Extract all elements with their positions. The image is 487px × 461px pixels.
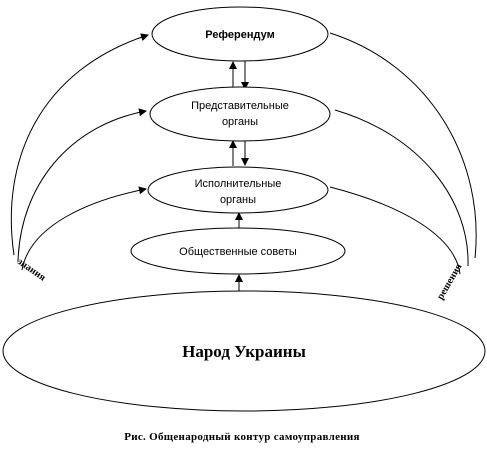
node-public-councils: Общественные советы: [130, 227, 346, 275]
feedback-curve-to-referendum: [10, 33, 149, 256]
node-representative: Представительные органы: [149, 86, 331, 142]
feedback-curve-to-representative: [17, 108, 147, 263]
node-executive-label-line2: органы: [220, 194, 256, 206]
node-people: Народ Украины: [2, 290, 486, 412]
node-public-councils-label: Общественные советы: [179, 246, 297, 258]
node-representative-label-line1: Представительные: [191, 100, 289, 112]
decision-curve-from-executive: [329, 186, 461, 275]
feedback-curve-to-executive: [21, 186, 147, 271]
figure-caption: Рис. Общенародный контур самоуправления: [124, 431, 360, 443]
decision-curve-from-representative: [334, 109, 469, 267]
node-referendum: Референдум: [151, 6, 329, 62]
side-label-left: знания: [15, 256, 48, 284]
node-representative-label-line2: органы: [222, 116, 258, 128]
decision-curve-from-referendum: [329, 32, 477, 259]
node-executive: Исполнительные органы: [147, 166, 329, 214]
node-people-label: Народ Украины: [182, 342, 306, 361]
node-referendum-label: Референдум: [205, 29, 275, 41]
node-executive-label-line1: Исполнительные: [195, 178, 282, 190]
side-label-right: решения: [435, 261, 465, 301]
